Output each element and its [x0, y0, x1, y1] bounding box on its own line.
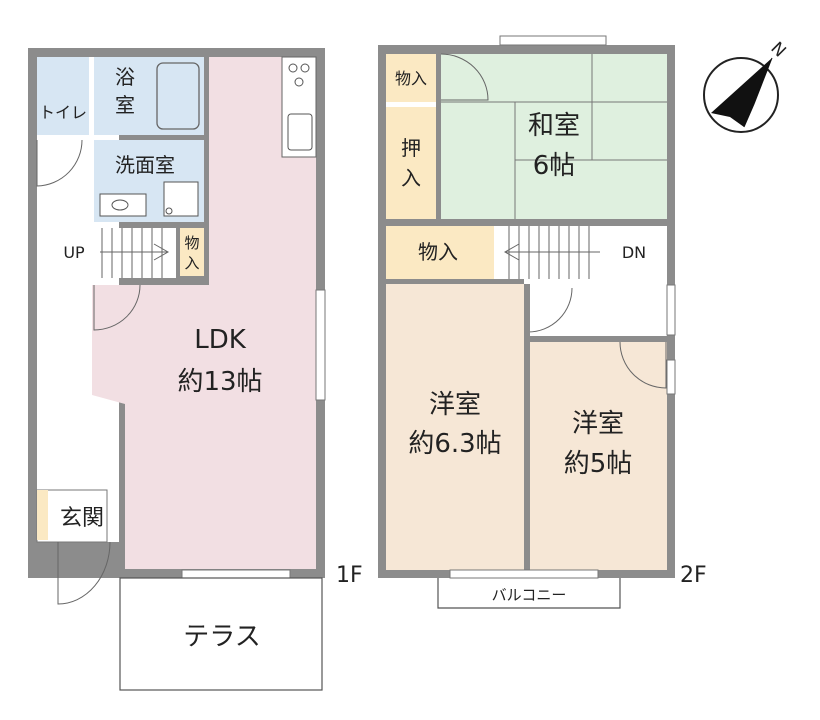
entry-door: [57, 541, 111, 605]
oshiire: [386, 107, 436, 219]
western2-size: 約5帖: [564, 449, 633, 479]
washitsu-size: 6帖: [533, 151, 576, 181]
terrace: [119, 577, 323, 691]
stair-arrowhead: [503, 243, 520, 261]
compass: N: [703, 38, 790, 133]
washing-machine: [163, 181, 199, 217]
washbasin-bowl: [111, 199, 129, 211]
floor1-stairs: [92, 228, 176, 278]
entrance-label: 玄関: [60, 506, 104, 531]
bath-room: [94, 57, 204, 135]
western2-name: 洋室: [572, 409, 624, 439]
storage-label-2: 入: [184, 254, 199, 272]
window: [666, 359, 676, 395]
toilet-label: トイレ: [39, 103, 87, 122]
floor2-label: 2F: [680, 563, 707, 588]
ldk-room: [92, 57, 316, 569]
floor1-storage: [180, 228, 204, 276]
stove-burner: [294, 77, 304, 87]
washbasin: [99, 193, 147, 217]
wall-divider: [386, 219, 667, 226]
toilet-room: [37, 57, 89, 135]
dn-label: DN: [622, 243, 646, 262]
western1-door: [527, 287, 573, 333]
washitsu-name: 和室: [528, 111, 580, 141]
window: [449, 569, 599, 579]
floor2-storage-mid: [386, 226, 494, 279]
north-label: N: [766, 38, 789, 61]
bath-label-2: 室: [115, 93, 135, 117]
stove-burner: [300, 63, 310, 73]
tatami-lines: [441, 54, 667, 219]
western2-door: [619, 341, 667, 389]
storage-label-1: 物: [184, 234, 199, 252]
wall-divider: [530, 336, 667, 342]
oshiire-label-2: 入: [401, 166, 421, 190]
western1-size: 約6.3帖: [408, 429, 501, 459]
western-room-2: [530, 342, 667, 570]
terrace-label: テラス: [183, 622, 260, 652]
balcony: [437, 578, 621, 609]
floor-1: トイレ 浴 室 洗面室 UP 物 入 LDK 約13帖 玄関 テラス 1F: [28, 48, 363, 691]
ldk-size: 約13帖: [177, 367, 262, 397]
bathtub: [156, 62, 200, 130]
oshiire-label-1: 押: [401, 136, 421, 160]
window: [181, 569, 291, 579]
wall-divider: [436, 54, 441, 219]
stove-burner: [288, 63, 298, 73]
storage-top-label: 物入: [395, 69, 427, 88]
window: [315, 289, 326, 401]
washitsu-door: [440, 53, 489, 101]
western1-name: 洋室: [429, 390, 481, 420]
stair-steps: [101, 228, 163, 278]
floor1-label: 1F: [336, 563, 363, 588]
wall-divider: [386, 279, 524, 284]
washroom-label: 洗面室: [115, 153, 175, 177]
washitsu-room: [441, 54, 667, 219]
shoe-storage: [37, 490, 48, 540]
stair-arrowhead: [153, 243, 170, 261]
wall-divider: [524, 284, 530, 570]
window: [499, 35, 607, 46]
compass-needle-light: [743, 57, 773, 128]
compass-needle-icon: [711, 58, 772, 127]
ldk-name: LDK: [194, 325, 247, 355]
floor-2: 物入 押 入 和室 6帖 物入 DN 洋室 約6.3帖 洋室 約5帖 バルコニー…: [378, 35, 707, 609]
up-label: UP: [63, 243, 85, 262]
washing-machine-drum: [165, 207, 173, 215]
balcony-label: バルコニー: [492, 586, 567, 604]
floor2-storage-top: [386, 54, 436, 102]
kitchen-sink: [287, 113, 313, 151]
bath-label-1: 浴: [115, 65, 135, 89]
storage-mid-label: 物入: [418, 240, 458, 264]
ldk-door: [93, 284, 141, 331]
western-room-1: [386, 284, 524, 570]
window: [666, 284, 676, 336]
hall-door: [36, 139, 83, 187]
